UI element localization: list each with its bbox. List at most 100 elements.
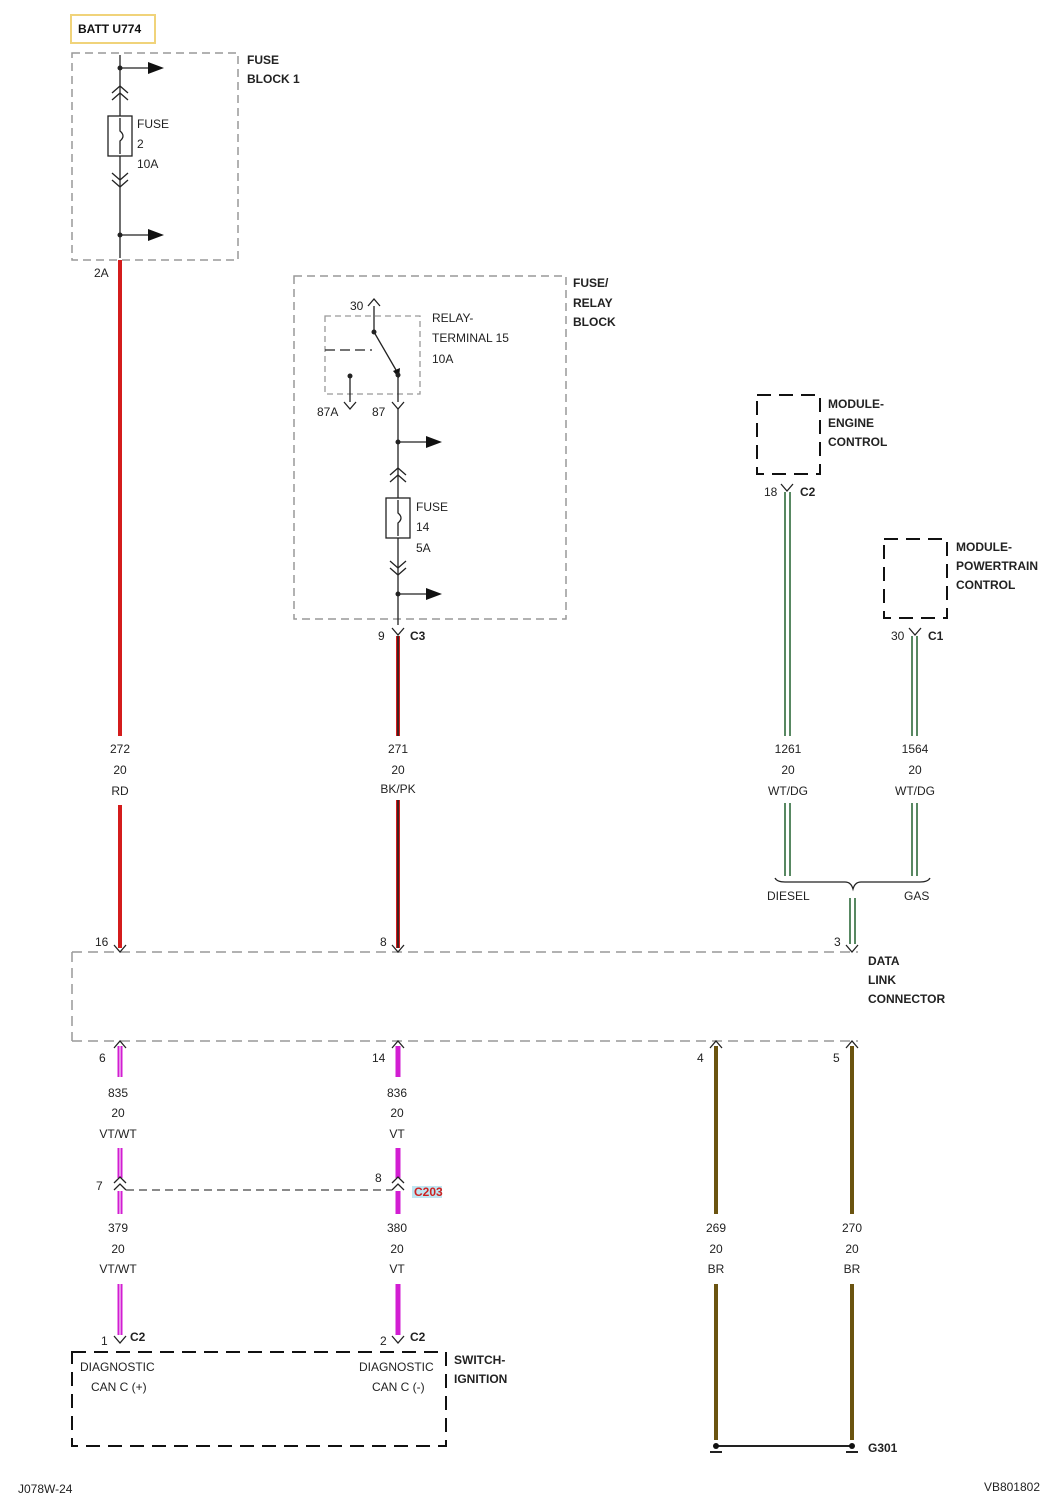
switch-ignition-title-1: SWITCH- bbox=[454, 1353, 505, 1367]
relay-pin-30: 30 bbox=[350, 299, 364, 313]
wire-269-gauge: 20 bbox=[709, 1242, 723, 1256]
wire-270-circuit: 270 bbox=[842, 1221, 862, 1235]
wire-271-circuit: 271 bbox=[388, 742, 408, 756]
switch-ignition-title-2: IGNITION bbox=[454, 1372, 507, 1386]
c203-pin-8: 8 bbox=[375, 1171, 382, 1185]
wire-835-color: VT/WT bbox=[99, 1127, 137, 1141]
switch-pin-1-label-1: DIAGNOSTIC bbox=[80, 1360, 155, 1374]
switch-pin-1-connector: C2 bbox=[130, 1330, 146, 1344]
fuse-block-1: FUSE BLOCK 1 FUSE 2 10A 2A bbox=[71, 52, 300, 280]
switch-pin-1: 1 bbox=[101, 1334, 108, 1348]
fuse-2-number: 2 bbox=[137, 137, 144, 151]
switch-pin-2-label-1: DIAGNOSTIC bbox=[359, 1360, 434, 1374]
wire-835-circuit: 835 bbox=[108, 1086, 128, 1100]
fuse-relay-block: FUSE/ RELAY BLOCK 30 87A 87 RELAY- TERMI… bbox=[293, 275, 616, 643]
module-engine-connector: C2 bbox=[800, 485, 816, 499]
wire-380-circuit: 380 bbox=[387, 1221, 407, 1235]
wire-1261-circuit: 1261 bbox=[775, 742, 802, 756]
dlc-label-2: LINK bbox=[868, 973, 896, 987]
arrow-icon bbox=[148, 229, 164, 241]
module-powertrain-label-2: POWERTRAIN bbox=[956, 559, 1038, 573]
wire-380-color: VT bbox=[389, 1262, 405, 1276]
fuse-14-number: 14 bbox=[416, 520, 430, 534]
fuse-relay-block-title-3: BLOCK bbox=[573, 315, 616, 329]
wire-270: 270 20 BR bbox=[842, 1046, 862, 1440]
dlc-label-1: DATA bbox=[868, 954, 900, 968]
connector-c3-label: C3 bbox=[410, 629, 426, 643]
wire-272-color: RD bbox=[111, 784, 129, 798]
c203-pin-7: 7 bbox=[96, 1179, 103, 1193]
fuse-relay-block-title-2: RELAY bbox=[573, 296, 613, 310]
pin-9-label: 9 bbox=[378, 629, 385, 643]
wire-269: 269 20 BR bbox=[706, 1046, 726, 1440]
diesel-gas-splice: DIESEL GAS bbox=[767, 877, 931, 944]
fuse-block-1-title-2: BLOCK 1 bbox=[247, 72, 300, 86]
wire-270-color: BR bbox=[844, 1262, 861, 1276]
ground-g301: G301 bbox=[710, 1441, 898, 1455]
wire-836: 836 20 VT bbox=[387, 1046, 407, 1178]
wire-271: 271 20 BK/PK bbox=[380, 636, 416, 948]
wire-379-circuit: 379 bbox=[108, 1221, 128, 1235]
wire-1564-gauge: 20 bbox=[908, 763, 922, 777]
switch-ignition: SWITCH- IGNITION 1 C2 2 C2 DIAGNOSTIC CA… bbox=[71, 1330, 507, 1447]
dlc-label-3: CONNECTOR bbox=[868, 992, 945, 1006]
wire-1261-gauge: 20 bbox=[781, 763, 795, 777]
relay-terminal-15-icon bbox=[324, 315, 421, 395]
wire-272-circuit: 272 bbox=[110, 742, 130, 756]
module-powertrain-label-3: CONTROL bbox=[956, 578, 1015, 592]
dlc-pin-6: 6 bbox=[99, 1051, 106, 1065]
fuse-block-1-title-1: FUSE bbox=[247, 53, 279, 67]
wire-380-gauge: 20 bbox=[390, 1242, 404, 1256]
wire-1261-color: WT/DG bbox=[768, 784, 808, 798]
wire-271-color: BK/PK bbox=[380, 782, 415, 796]
wire-270-gauge: 20 bbox=[845, 1242, 859, 1256]
dlc-pin-5: 5 bbox=[833, 1051, 840, 1065]
module-engine-label-3: CONTROL bbox=[828, 435, 887, 449]
switch-pin-2-label-2: CAN C (-) bbox=[372, 1380, 425, 1394]
data-link-connector: DATA LINK CONNECTOR 16 8 3 6 14 4 5 bbox=[71, 935, 945, 1065]
wire-835: 835 20 VT/WT bbox=[99, 1046, 137, 1178]
footer-right-code: VB801802 bbox=[983, 1480, 1040, 1494]
wire-269-circuit: 269 bbox=[706, 1221, 726, 1235]
switch-pin-2-connector: C2 bbox=[410, 1330, 426, 1344]
module-powertrain-pin: 30 bbox=[891, 629, 905, 643]
wire-269-color: BR bbox=[708, 1262, 725, 1276]
relay-pin-87: 87 bbox=[372, 405, 386, 419]
wire-1564: 1564 20 WT/DG bbox=[895, 636, 935, 876]
relay-label-2: TERMINAL 15 bbox=[432, 331, 509, 345]
wire-272: 272 20 RD bbox=[110, 260, 130, 948]
wire-836-color: VT bbox=[389, 1127, 405, 1141]
fuse-2-label: FUSE bbox=[137, 117, 169, 131]
wire-835-gauge: 20 bbox=[111, 1106, 125, 1120]
dlc-pin-4: 4 bbox=[697, 1051, 704, 1065]
module-engine-label-1: MODULE- bbox=[828, 397, 884, 411]
relay-pin-87a: 87A bbox=[317, 405, 338, 419]
arrow-icon bbox=[426, 588, 442, 600]
wire-836-circuit: 836 bbox=[387, 1086, 407, 1100]
splice-gas-label: GAS bbox=[904, 889, 929, 903]
wire-379-color: VT/WT bbox=[99, 1262, 137, 1276]
wire-379: 379 20 VT/WT bbox=[99, 1191, 137, 1335]
module-powertrain-control: MODULE- POWERTRAIN CONTROL 30 C1 bbox=[883, 538, 1038, 643]
module-engine-control: MODULE- ENGINE CONTROL 18 C2 bbox=[756, 394, 887, 499]
wire-272-gauge: 20 bbox=[113, 763, 127, 777]
switch-pin-2: 2 bbox=[380, 1334, 387, 1348]
module-powertrain-connector: C1 bbox=[928, 629, 944, 643]
module-engine-pin: 18 bbox=[764, 485, 778, 499]
splice-diesel-label: DIESEL bbox=[767, 889, 810, 903]
dlc-pin-3: 3 bbox=[834, 935, 841, 949]
relay-rating: 10A bbox=[432, 352, 453, 366]
ground-g301-label: G301 bbox=[868, 1441, 898, 1455]
pin-2a-label: 2A bbox=[94, 266, 109, 280]
wire-836-gauge: 20 bbox=[390, 1106, 404, 1120]
relay-label-1: RELAY- bbox=[432, 311, 473, 325]
wire-1261: 1261 20 WT/DG bbox=[768, 492, 808, 876]
wire-379-gauge: 20 bbox=[111, 1242, 125, 1256]
module-engine-label-2: ENGINE bbox=[828, 416, 874, 430]
wire-380: 380 20 VT bbox=[387, 1191, 407, 1335]
module-powertrain-label-1: MODULE- bbox=[956, 540, 1012, 554]
wire-1564-circuit: 1564 bbox=[902, 742, 929, 756]
arrow-icon bbox=[426, 436, 442, 448]
connector-c203: 7 8 C203 bbox=[96, 1171, 443, 1199]
